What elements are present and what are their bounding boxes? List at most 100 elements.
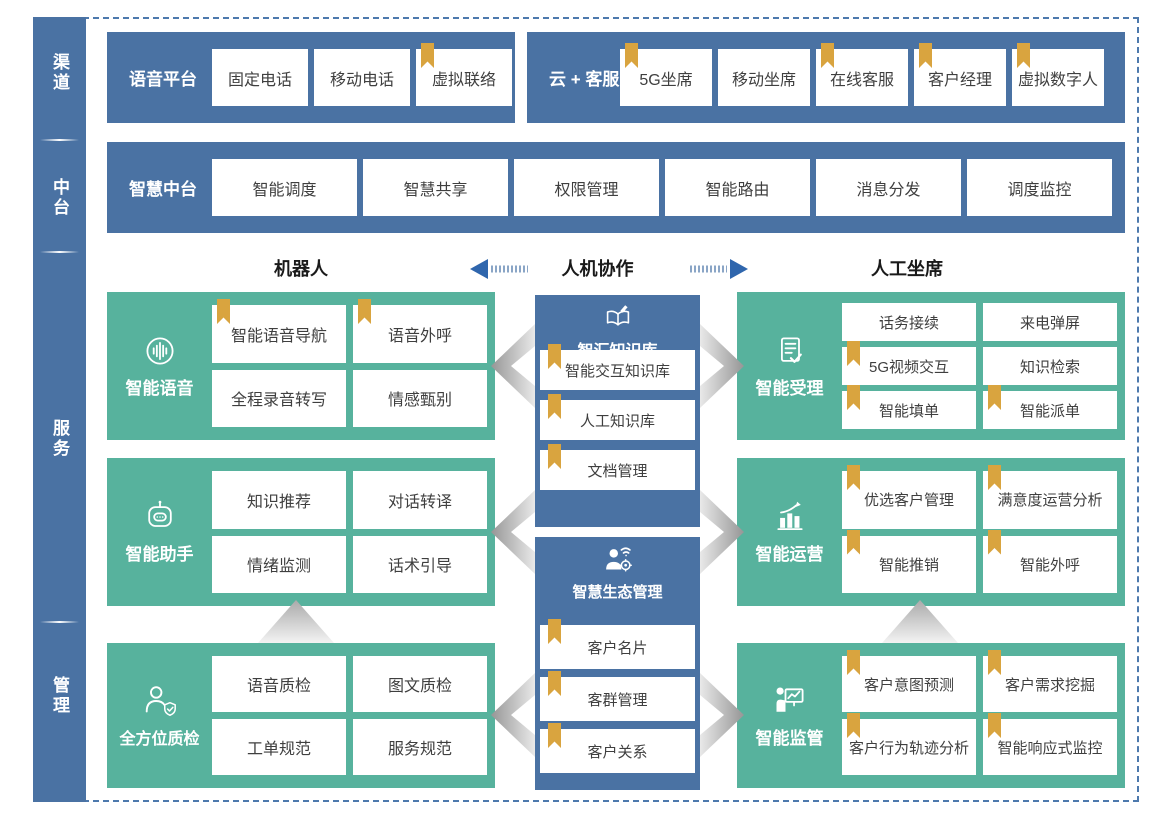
capability-label: 智能外呼	[1019, 556, 1080, 574]
capability-box: 客户意图预测	[842, 650, 976, 712]
capability-box: 满意度运营分析	[983, 465, 1117, 529]
capability-box: 客户经理	[914, 43, 1006, 106]
bookmark-ribbon-icon	[421, 43, 434, 68]
capability-box: 话务接续	[842, 303, 976, 341]
capability-box: 权限管理	[514, 159, 659, 216]
robot-column-title: 机器人	[274, 259, 328, 279]
section-title: 智能监管	[755, 728, 824, 748]
robot-icon	[142, 499, 178, 535]
section-items: 知识推荐 对话转译 情绪监测 话术引导	[212, 471, 487, 593]
section-smart-acceptance: 智能受理 话务接续 来电弹屏 5G视频交互 知识检索 智能填单	[737, 292, 1125, 440]
section-header: 智能受理	[737, 292, 842, 440]
capability-label: 智慧共享	[403, 181, 468, 199]
capability-box: 话术引导	[353, 535, 487, 593]
bookmark-ribbon-icon	[847, 713, 860, 738]
bookmark-ribbon-icon	[548, 723, 561, 748]
capability-label: 智能派单	[1019, 402, 1080, 420]
section-smart-supervision: 智能监管 客户意图预测 客户需求挖掘 客户行为轨迹分析 智能响应式监控	[737, 643, 1125, 788]
section-header: 智慧生态管理	[535, 537, 700, 602]
section-items: 智能交互知识库 人工知识库 文档管理	[540, 344, 695, 490]
capability-label: 情感甄别	[387, 392, 452, 410]
chevron-right-icon	[700, 324, 744, 408]
capability-label: 客户需求挖掘	[1004, 676, 1095, 694]
capability-box: 工单规范	[212, 719, 346, 775]
arrow-left-icon	[470, 259, 528, 279]
voice-wave-icon	[142, 333, 178, 369]
capability-box: 虚拟联络	[416, 43, 512, 106]
section-quality-inspection: 全方位质检 语音质检 图文质检 工单规范 服务规范	[107, 643, 495, 788]
capability-label: 工单规范	[246, 741, 311, 758]
sidebar-divider	[40, 251, 79, 253]
sidebar-item-midplatform: 中台	[50, 178, 69, 218]
section-items: 客户意图预测 客户需求挖掘 客户行为轨迹分析 智能响应式监控	[842, 650, 1117, 775]
capability-box: 智能响应式监控	[983, 713, 1117, 775]
capability-label: 智能推销	[878, 556, 939, 574]
section-title: 智慧生态管理	[572, 584, 663, 601]
capability-label: 客户关系	[587, 743, 648, 761]
capability-label: 服务规范	[387, 741, 452, 758]
bookmark-ribbon-icon	[988, 529, 1001, 555]
capability-box: 智能调度	[212, 159, 357, 216]
capability-box: 消息分发	[816, 159, 961, 216]
capability-box: 服务规范	[353, 719, 487, 775]
capability-label: 消息分发	[856, 181, 921, 199]
capability-label: 固定电话	[227, 71, 292, 89]
capability-label: 客户经理	[927, 71, 992, 89]
capability-label: 5G坐席	[639, 71, 693, 89]
capability-label: 调度监控	[1007, 181, 1072, 199]
chevron-left-icon	[491, 324, 535, 408]
capability-label: 图文质检	[387, 678, 452, 695]
capability-box: 客户需求挖掘	[983, 650, 1117, 712]
capability-label: 文档管理	[587, 462, 648, 480]
capability-label: 优选客户管理	[863, 492, 954, 510]
bookmark-ribbon-icon	[988, 713, 1001, 738]
capability-box: 知识推荐	[212, 471, 346, 529]
chevron-right-icon	[700, 490, 744, 574]
sidebar-item-service: 服务	[50, 419, 69, 459]
cloud-service-label: 云 + 客服	[549, 70, 620, 89]
capability-box: 智能语音导航	[212, 299, 346, 363]
chevron-left-icon	[491, 490, 535, 574]
bookmark-ribbon-icon	[847, 341, 860, 366]
capability-box: 对话转译	[353, 471, 487, 529]
chevron-right-icon	[700, 673, 744, 757]
capability-box: 智能外呼	[983, 529, 1117, 593]
sidebar-item-channel: 渠道	[50, 53, 69, 93]
chevron-left-icon	[491, 673, 535, 757]
capability-box: 智能派单	[983, 385, 1117, 429]
bookmark-ribbon-icon	[988, 385, 1001, 410]
bookmark-ribbon-icon	[548, 394, 561, 419]
capability-label: 对话转译	[387, 493, 452, 511]
capability-label: 在线客服	[829, 71, 894, 89]
arrow-right-icon	[690, 259, 748, 279]
capability-label: 话术引导	[387, 558, 452, 576]
section-items: 智能语音导航 语音外呼 全程录音转写 情感甄别	[212, 299, 487, 427]
capability-label: 人工知识库	[579, 412, 655, 430]
bookmark-ribbon-icon	[847, 650, 860, 675]
capability-label: 来电弹屏	[1019, 314, 1080, 332]
capability-label: 客户行为轨迹分析	[848, 739, 969, 757]
capability-box: 情感甄别	[353, 369, 487, 427]
mid-platform-label: 智慧中台	[129, 180, 197, 199]
capability-label: 语音外呼	[387, 327, 452, 345]
presenter-board-icon	[772, 683, 808, 719]
bookmark-ribbon-icon	[847, 529, 860, 555]
section-items: 优选客户管理 满意度运营分析 智能推销 智能外呼	[842, 465, 1117, 593]
capability-box: 5G坐席	[620, 43, 712, 106]
capability-box: 情绪监测	[212, 535, 346, 593]
capability-label: 客群管理	[587, 691, 648, 709]
voice-platform-label: 语音平台	[129, 70, 197, 89]
section-title: 智能受理	[755, 379, 824, 398]
section-title: 全方位质检	[119, 731, 200, 748]
capability-box: 在线客服	[816, 43, 908, 106]
capability-label: 虚拟数字人	[1017, 71, 1098, 89]
capability-box: 移动坐席	[718, 49, 810, 106]
bookmark-ribbon-icon	[625, 43, 638, 68]
section-header: 智能语音	[107, 292, 212, 440]
section-items: 语音质检 图文质检 工单规范 服务规范	[212, 656, 487, 775]
cloud-service-items: 5G坐席 移动坐席 在线客服 客户经理 虚拟数字人	[620, 43, 1104, 106]
section-title: 智能助手	[125, 545, 194, 564]
sidebar-item-management: 管理	[50, 676, 69, 716]
capability-label: 智能交互知识库	[564, 362, 670, 380]
capability-box: 固定电话	[212, 49, 308, 106]
